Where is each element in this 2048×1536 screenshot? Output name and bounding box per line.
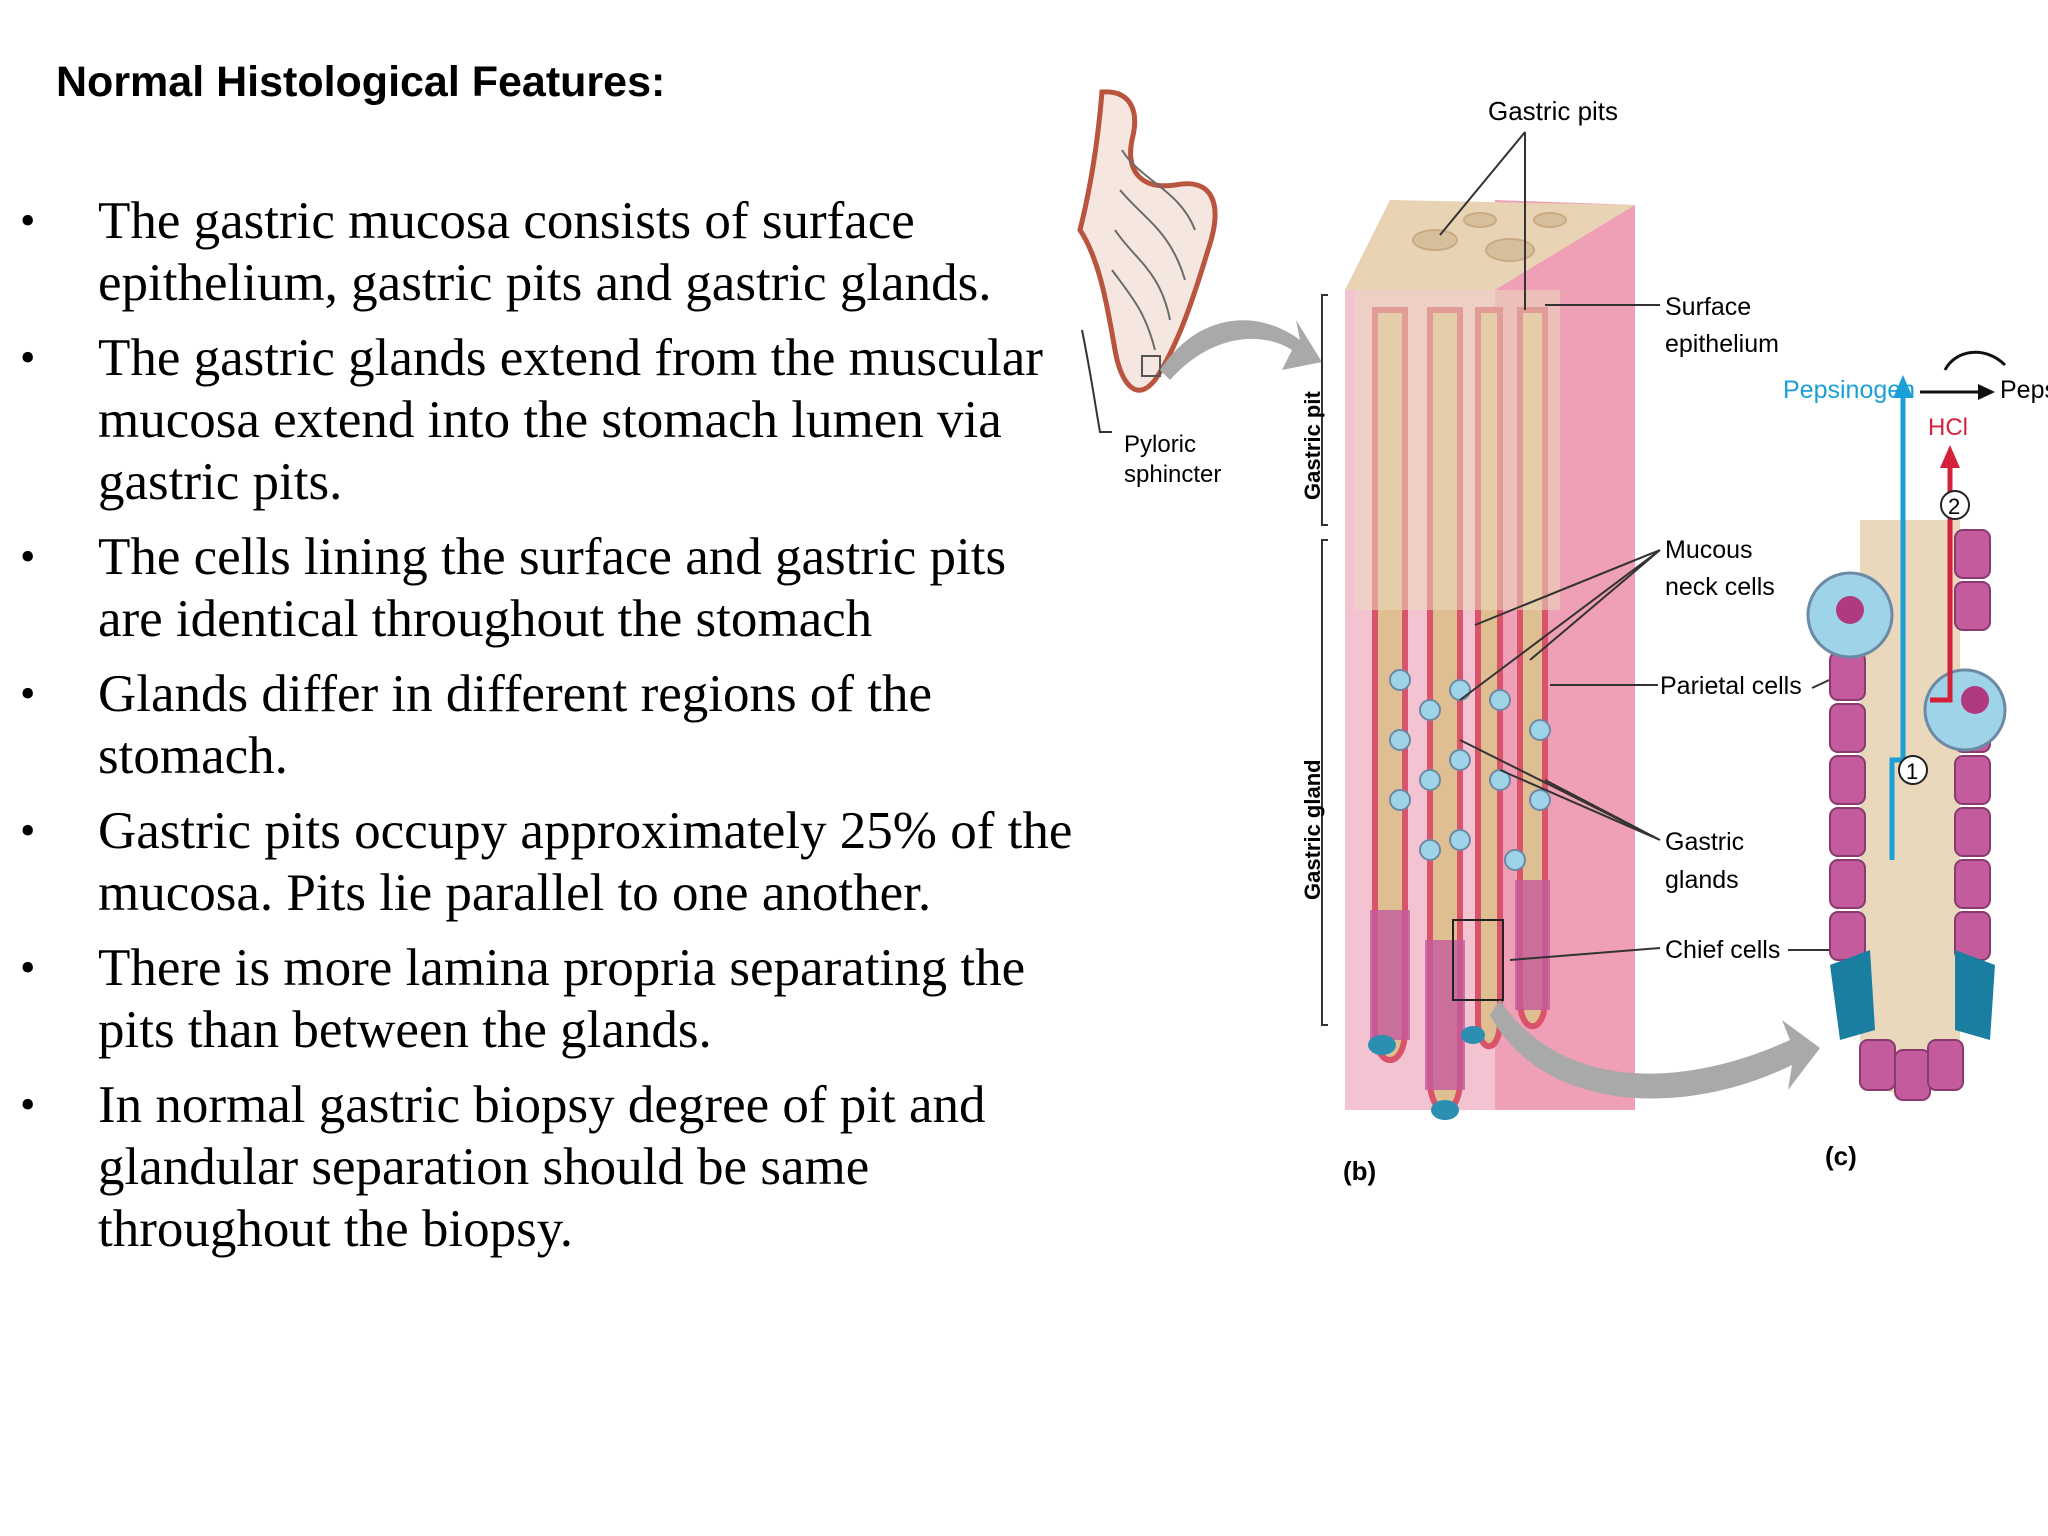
surface-label: Surface (1665, 293, 1751, 321)
parietal-cells (1389, 669, 1551, 871)
bullet-item: • Glands differ in different regions of t… (0, 663, 1080, 787)
mucous-label: Mucous (1665, 536, 1753, 564)
bullet-marker: • (20, 806, 36, 855)
stomach-folds (1111, 149, 1196, 351)
bullet-text: Gastric pits occupy approximately 25% of… (98, 802, 1073, 922)
step-circle (1940, 490, 1970, 520)
gland-detail: 1 2 (1806, 350, 2007, 1101)
slide-title: Normal Histological Features: (56, 58, 666, 106)
pit-opening (1412, 229, 1458, 251)
bullet-text: Glands differ in different regions of th… (98, 665, 933, 785)
pyloric-leader-line (1081, 329, 1112, 433)
chief-cell (1368, 1035, 1396, 1055)
pit-opening (1463, 212, 1497, 228)
bullet-marker: • (20, 196, 36, 245)
pit-opening (1533, 212, 1567, 228)
bullet-item: • The gastric glands extend from the musc… (0, 327, 1080, 513)
pepsin-label: Pepsin (2000, 376, 2048, 404)
stomach-illustration: Pyloric sphincter (1077, 89, 1221, 488)
chief-leader (1509, 947, 1661, 961)
tissue-block (1345, 200, 1635, 1120)
glands-label: glands (1665, 866, 1739, 894)
stomach-outline (1077, 89, 1218, 393)
step-number: 2 (1948, 494, 1960, 519)
pepsinogen-arrow (1889, 390, 1906, 860)
mucous-leader (1459, 549, 1661, 701)
bullet-marker: • (20, 532, 36, 581)
gastric-mucosa-figure: Pyloric sphincter (1077, 89, 2048, 1186)
bullet-item: • There is more lamina propria separating… (0, 937, 1080, 1061)
chief-cell (1431, 1100, 1459, 1120)
parietal-cell-detail (1923, 668, 2007, 752)
gastric-pits-leader (1439, 131, 1526, 310)
bullet-marker: • (20, 333, 36, 382)
pit-opening (1485, 238, 1535, 262)
pepsinogen-label: Pepsinogen (1783, 376, 1915, 404)
gastric-gland-side-label: Gastric gland (1300, 759, 1325, 900)
pyloric-label: sphincter (1124, 461, 1221, 488)
panel-b-label: (b) (1343, 1156, 1376, 1186)
mucous-label: neck cells (1665, 573, 1775, 601)
parietal-nucleus (1836, 596, 1864, 624)
gland-lumen (1860, 520, 1960, 1095)
parietal-label: Parietal cells (1660, 672, 1802, 700)
gland-base (1370, 910, 1410, 1040)
pepsinogen-arrowhead (1893, 375, 1913, 398)
chief-cell-cluster (1955, 950, 1995, 1040)
bullet-marker: • (20, 943, 36, 992)
zoom-arrow-b (1160, 320, 1322, 380)
pyloric-label: Pyloric (1124, 431, 1196, 458)
bullet-text: There is more lamina propria separating … (98, 939, 1026, 1059)
bullet-marker: • (20, 1080, 36, 1129)
bullet-item: • The gastric mucosa consists of surface … (0, 190, 1080, 314)
bullet-text: The gastric glands extend from the muscu… (98, 329, 1043, 511)
bullet-marker: • (20, 669, 36, 718)
bullet-item: • Gastric pits occupy approximately 25% o… (0, 800, 1080, 924)
bullet-list: • The gastric mucosa consists of surface … (0, 190, 1080, 1273)
side-brackets (1321, 294, 1328, 1026)
step-circle (1898, 755, 1928, 785)
bullet-text: The gastric mucosa consists of surface e… (98, 192, 992, 312)
glands-label: Gastric (1665, 828, 1744, 856)
parietal-nucleus (1961, 686, 1989, 714)
surface-label: epithelium (1665, 330, 1779, 358)
gland-base (1515, 880, 1550, 1010)
hcl-label: HCl (1928, 414, 1968, 441)
bullet-item: • In normal gastric biopsy degree of pit… (0, 1074, 1080, 1260)
detail-box (1452, 919, 1504, 1001)
hcl-arrow (1930, 460, 1953, 703)
chief-cell (1461, 1026, 1485, 1044)
stomach-detail-box (1141, 355, 1161, 377)
gland-base (1425, 940, 1465, 1090)
bullet-text: In normal gastric biopsy degree of pit a… (98, 1076, 986, 1258)
loop-arrow (1943, 350, 2007, 371)
gastric-pits-label: Gastric pits (1488, 96, 1618, 126)
chief-label: Chief cells (1665, 936, 1780, 964)
bullet-text: The cells lining the surface and gastric… (98, 528, 1007, 648)
hcl-arrowhead (1940, 445, 1960, 468)
surface-epithelium-band (1355, 290, 1560, 610)
glands-leader (1459, 739, 1661, 841)
bullet-item: • The cells lining the surface and gastri… (0, 526, 1080, 650)
step-number: 1 (1906, 759, 1918, 784)
gastric-pit-side-label: Gastric pit (1300, 391, 1325, 500)
zoom-arrow-c (1490, 1000, 1820, 1099)
conversion-arrowhead (1978, 384, 1995, 400)
chief-cell-cluster (1830, 950, 1875, 1040)
panel-c-label: (c) (1825, 1141, 1857, 1171)
